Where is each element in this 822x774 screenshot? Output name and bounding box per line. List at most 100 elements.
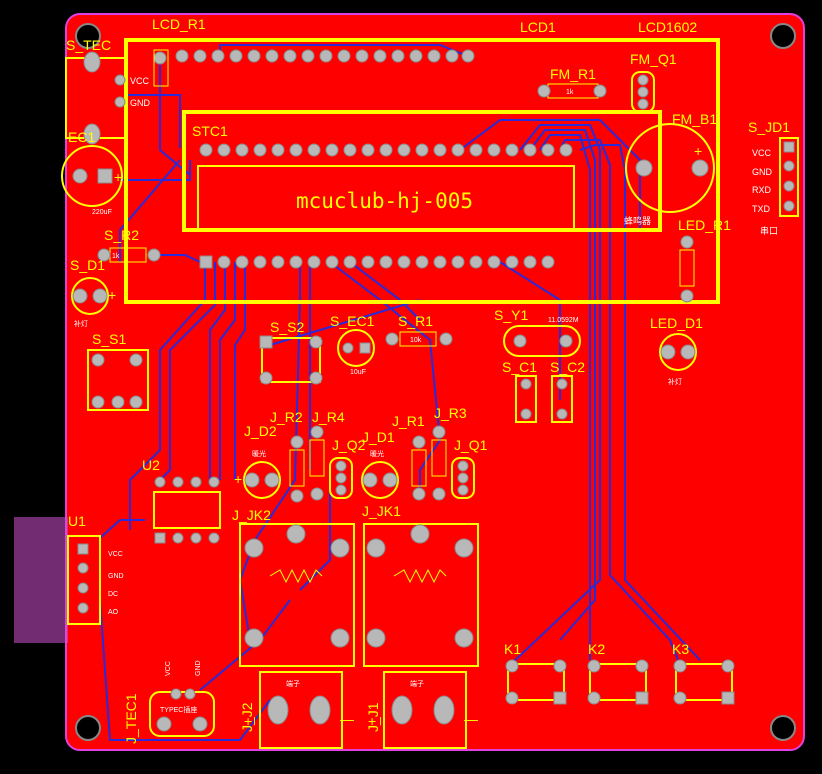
typec-text: TYPEC插座 [160, 705, 197, 714]
lcd-header-pins [153, 49, 475, 65]
board-id-text: mcuclub-hj-005 [296, 189, 473, 213]
j-d2-plus: + [234, 471, 242, 487]
lcd1-label: LCD1 [520, 19, 556, 35]
mounting-hole-top-right [770, 23, 796, 49]
j-j1-terminal: 端子 [410, 679, 424, 688]
typec-vcc: VCC [165, 661, 172, 676]
s-d1-plus: + [108, 287, 116, 303]
j-r1-label: J_R1 [392, 413, 425, 429]
j-d2-text: 暖光 [252, 449, 266, 458]
u2-outline [153, 491, 221, 529]
j-j1-label: J_J1 [365, 702, 381, 732]
u1-label: U1 [68, 513, 86, 529]
s-r2-label: S_R2 [104, 227, 139, 243]
u1-dc: DC [108, 591, 118, 598]
stc1-pins-top [199, 143, 573, 157]
u1-vcc: VCC [108, 551, 123, 558]
crystal-outline [503, 325, 581, 357]
fm-q1-label: FM_Q1 [630, 51, 677, 67]
fm-r1-value: 1k [566, 89, 574, 96]
j-jk2-label: J_JK2 [232, 507, 271, 523]
s-s1-outline [87, 349, 149, 411]
j-j2-plus: + [244, 713, 252, 729]
s-tec-gnd: GND [130, 98, 151, 108]
s-r1-label: S_R1 [398, 313, 433, 329]
fm-r1-label: FM_R1 [550, 66, 596, 82]
j-q2-label: J_Q2 [332, 437, 366, 453]
k1-label: K1 [504, 641, 521, 657]
s-r1-value: 10k [410, 337, 422, 344]
j-j1-plus: + [368, 713, 376, 729]
fm-b1-plus: + [694, 143, 702, 159]
s-jd1-label: S_JD1 [748, 119, 790, 135]
j-tec1-label: J_TEC1 [123, 693, 139, 744]
s-c2-label: S_C2 [550, 359, 585, 375]
led-d1-label: LED_D1 [650, 315, 703, 331]
stc1-body [197, 165, 575, 231]
s-jd1-outline [779, 137, 799, 217]
led-d1-text: 补灯 [668, 377, 682, 386]
lcd-r1-label: LCD_R1 [152, 16, 206, 32]
s-d1-text: 补灯 [74, 319, 88, 328]
s-d1-label: S_D1 [70, 257, 105, 273]
j-r3-label: J_R3 [434, 405, 467, 421]
led-r1-label: LED_R1 [678, 217, 731, 233]
j-tec1-outline [149, 691, 215, 737]
serial-port-text: 串口 [760, 226, 778, 236]
s-ec1-label: S_EC1 [330, 313, 375, 329]
s-r2-value: 1k [112, 253, 120, 260]
s-tec-vcc: VCC [130, 76, 150, 86]
u1-gnd: GND [108, 573, 124, 580]
lcd1602-label: LCD1602 [638, 19, 697, 35]
j-j2-terminal: 端子 [286, 679, 300, 688]
s-s1-label: S_S1 [92, 331, 126, 347]
s-s2-label: S_S2 [270, 319, 304, 335]
s-ec1-value: 10uF [350, 369, 366, 376]
k3-label: K3 [672, 641, 689, 657]
j-d2-label: J_D2 [244, 423, 277, 439]
ec1-plus: + [114, 169, 122, 185]
crystal-value: 11.0592M [548, 317, 579, 324]
j-jk2-outline [239, 523, 355, 667]
j-q1-label: J_Q1 [454, 437, 488, 453]
s-s2-outline [261, 337, 321, 383]
j-j2-minus: — [340, 711, 354, 727]
ec1-label: EC1 [68, 129, 95, 145]
k2-label: K2 [588, 641, 605, 657]
j-r4-label: J_R4 [312, 409, 345, 425]
j-j2-label: J_J2 [239, 702, 255, 732]
s-tec-pad [83, 123, 101, 145]
k2-outline [589, 663, 647, 701]
j-j2-outline [259, 671, 343, 749]
mounting-hole-top-left [75, 23, 101, 49]
jd1-vcc: VCC [752, 148, 772, 158]
lcd1602-outline [124, 38, 720, 304]
j-j1-outline [383, 671, 467, 749]
j-d1-text: 暖光 [370, 449, 384, 458]
j-d1-label: J_D1 [362, 429, 395, 445]
j-j1-minus: — [464, 711, 478, 727]
ec1-value: 220uF [92, 209, 112, 216]
mounting-hole-bottom-right [770, 715, 796, 741]
s-tec-pad [83, 51, 101, 73]
k1-outline [507, 663, 565, 701]
buzzer-text: 蜂鸣器 [624, 215, 651, 226]
u1-outline [67, 535, 101, 625]
jd1-gnd: GND [752, 167, 773, 177]
stc1-label: STC1 [192, 123, 228, 139]
u2-label: U2 [142, 457, 160, 473]
typec-gnd: GND [195, 660, 202, 676]
jd1-txd: TXD [752, 204, 771, 214]
k3-outline [675, 663, 733, 701]
j-jk1-outline [363, 523, 479, 667]
jd1-rxd: RXD [752, 185, 772, 195]
s-y1-label: S_Y1 [494, 307, 528, 323]
mounting-hole-bottom-left [75, 715, 101, 741]
usb-overhang [14, 517, 68, 643]
ec1-outline [61, 145, 123, 207]
u1-ao: AO [108, 609, 119, 616]
j-jk1-label: J_JK1 [362, 503, 401, 519]
fm-b1-label: FM_B1 [672, 111, 717, 127]
